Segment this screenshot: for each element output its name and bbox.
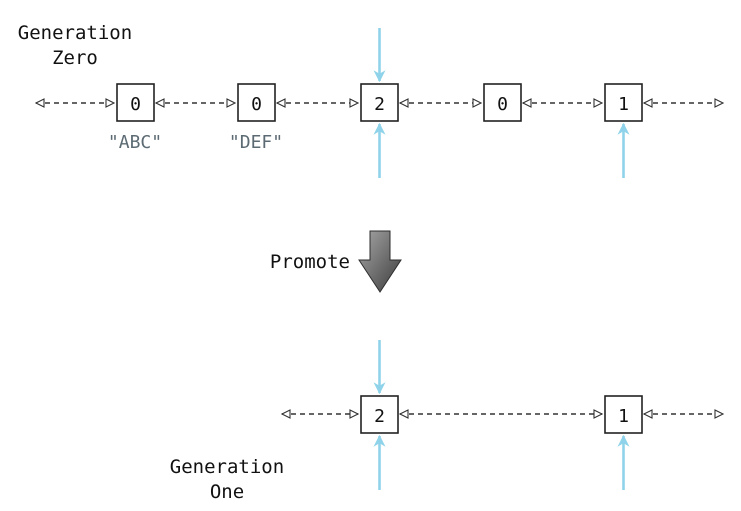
node-count: 0	[251, 94, 262, 115]
generation-zero-node-3: 2	[360, 83, 399, 122]
generation-zero-label: Generation	[18, 22, 132, 44]
generation-zero-node-1: 0	[116, 83, 155, 122]
generation-one-label: Generation	[170, 456, 284, 478]
promote-label: Promote	[270, 251, 350, 273]
node-count: 0	[497, 94, 508, 115]
node-value-def: "DEF"	[229, 132, 283, 153]
node-count: 2	[374, 406, 385, 427]
generation-zero-node-5: 1	[604, 83, 643, 122]
generation-one-node-2: 1	[604, 395, 643, 434]
generation-zero-node-2: 0	[237, 83, 276, 122]
generation-one-node-1: 2	[360, 395, 399, 434]
generation-one-label-line2: One	[210, 481, 244, 503]
generation-zero-label-line2: Zero	[52, 47, 98, 69]
node-count: 1	[618, 94, 629, 115]
generation-zero-node-4: 0	[483, 83, 522, 122]
node-value-abc: "ABC"	[108, 132, 162, 153]
node-count: 2	[374, 94, 385, 115]
node-count: 1	[618, 406, 629, 427]
promote-arrow-icon	[358, 230, 402, 293]
node-count: 0	[130, 94, 141, 115]
